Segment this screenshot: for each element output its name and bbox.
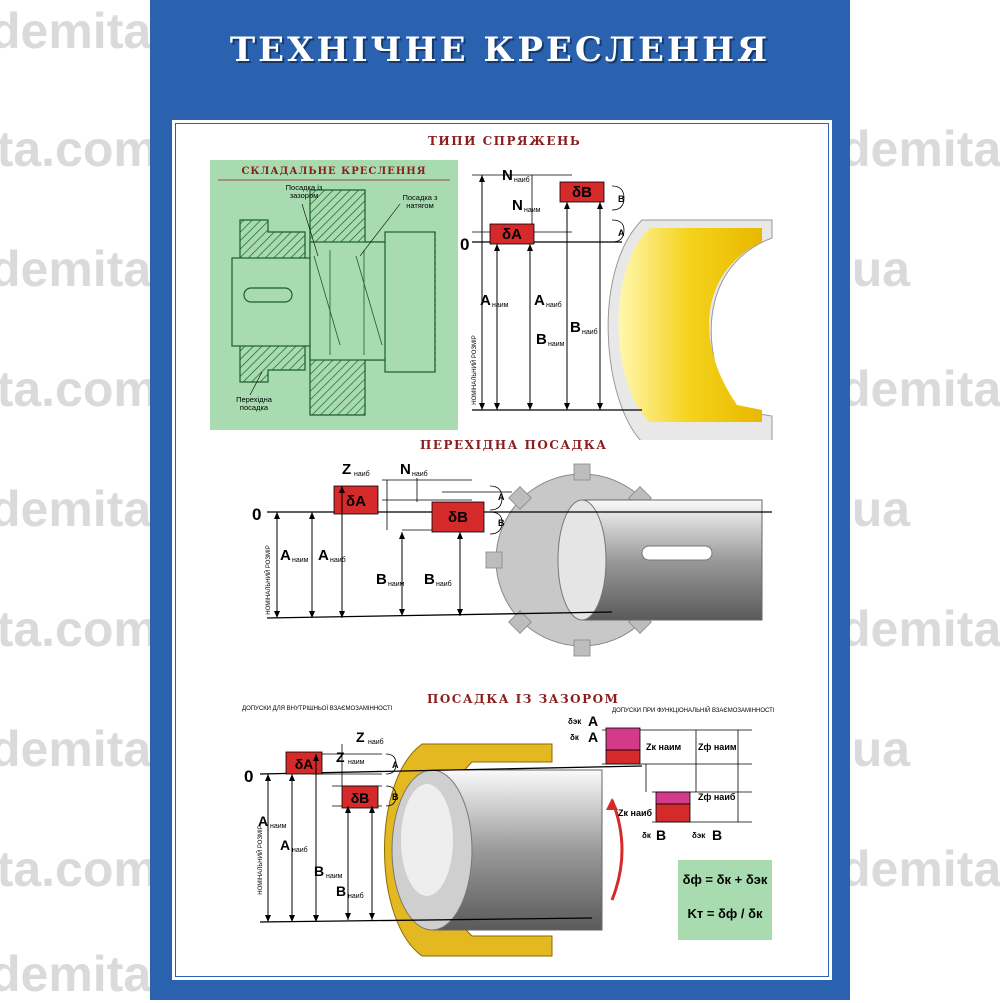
zero-label-2: 0	[252, 505, 261, 524]
naib-sub-5: наиб	[412, 470, 428, 478]
naib-sub-1: наиб	[514, 176, 530, 184]
n-label-1: N	[502, 167, 513, 184]
naib-sub-8: наиб	[368, 738, 384, 746]
watermark-text: demita.com.ua	[840, 841, 1000, 897]
dB-label-3: δB	[351, 790, 370, 806]
n-naib-label-2: N	[400, 461, 411, 478]
label-transitional-fit: Перехідна посадка	[236, 395, 272, 412]
poster: ТЕХНІЧНЕ КРЕСЛЕННЯ ТИПИ СПРЯЖЕНЬ СКЛАДАЛ…	[150, 0, 850, 1000]
watermark-text: demita.com.ua	[840, 121, 1000, 177]
z-naib-label-1: Z	[342, 461, 351, 478]
assembly-title: СКЛАДАЛЬНЕ КРЕСЛЕННЯ	[241, 166, 427, 177]
formula-1: δф = δк + δэк	[682, 872, 768, 887]
a-naim-label-1: A	[480, 292, 491, 309]
naim-sub-1: наим	[524, 207, 541, 214]
a-naib-label-1: A	[534, 292, 545, 309]
nominal-size-label-2: НОМІНАЛЬНИЙ РОЗМІР	[264, 545, 272, 614]
a-tol-label-2: A	[498, 492, 505, 502]
b-tol-label-3: B	[392, 792, 399, 802]
b-tol-label-1: B	[618, 194, 625, 204]
zero-label-1: 0	[460, 235, 469, 254]
naib-sub-2: наиб	[546, 301, 562, 309]
zk-naim-label: Zк наим	[646, 742, 681, 752]
section-title-clearance: ПОСАДКА ІЗ ЗАЗОРОМ	[427, 692, 620, 706]
b-naim-label-3: B	[314, 863, 324, 879]
naim-sub-5: наим	[388, 581, 405, 588]
a-naim-label-3: A	[258, 813, 268, 829]
zf-naim-label: Zф наим	[698, 742, 737, 752]
naib-sub-4: наиб	[354, 470, 370, 478]
a-func-label-2: A	[588, 729, 598, 745]
formula-2: Kт = δф / δк	[687, 906, 763, 921]
section-title-types: ТИПИ СПРЯЖЕНЬ	[428, 134, 582, 148]
section-title-transitional: ПЕРЕХІДНА ПОСАДКА	[420, 438, 608, 452]
dk-label-2: δк	[642, 831, 652, 840]
b-naim-label-2: B	[376, 571, 387, 588]
naim-sub-7: наим	[270, 823, 287, 830]
dk-label-1: δк	[570, 733, 580, 742]
label-clearance-fit: Посадка із зазором	[285, 183, 323, 200]
naib-sub-9: наиб	[292, 846, 308, 854]
n-label-2: N	[512, 197, 523, 214]
fit-types-diagram: δA δB 0 N наиб N наим B A A наим	[460, 167, 773, 440]
b-naib-label-2: B	[424, 571, 435, 588]
dA-label-1: δA	[502, 226, 522, 243]
naim-sub-3: наим	[548, 341, 565, 348]
b-func-label-2: B	[712, 827, 722, 843]
poster-header: ТЕХНІЧНЕ КРЕСЛЕННЯ	[150, 0, 850, 100]
zf-naib-label: Zф наиб	[698, 792, 736, 802]
a-tol-label-3: A	[392, 760, 399, 770]
nominal-size-label-3: НОМІНАЛЬНИЙ РОЗМІР	[256, 825, 264, 894]
b-naim-label-1: B	[536, 331, 547, 348]
assembly-drawing-box: СКЛАДАЛЬНЕ КРЕСЛЕННЯ	[210, 160, 458, 430]
a-naib-label-2: A	[318, 547, 329, 564]
clearance-fit-diagram: δA δB 0 Z наиб Z наим A B A наим A	[242, 705, 775, 957]
dA-label-3: δA	[295, 756, 314, 772]
dB-label-1: δB	[572, 184, 592, 201]
b-naib-label-3: B	[336, 883, 346, 899]
nominal-size-label-1: НОМІНАЛЬНИЙ РОЗМІР	[470, 335, 478, 404]
a-naib-label-3: A	[280, 837, 290, 853]
z-naib-label-2: Z	[356, 729, 365, 745]
a-tol-label-1: A	[618, 228, 625, 238]
label-interference-fit: Посадка з натягом	[402, 193, 438, 210]
b-naib-label-1: B	[570, 319, 581, 336]
dek-label-2: δэк	[692, 831, 706, 840]
naib-sub-6: наиб	[330, 556, 346, 564]
dB-label-2: δB	[448, 509, 468, 526]
content-panel: ТИПИ СПРЯЖЕНЬ СКЛАДАЛЬНЕ КРЕСЛЕННЯ	[170, 118, 834, 982]
inner-tolerance-label: ДОПУСКИ ДЛЯ ВНУТРІШНЬОЇ ВЗАЄМОЗАМІННОСТІ	[242, 705, 393, 712]
poster-title: ТЕХНІЧНЕ КРЕСЛЕННЯ	[229, 30, 771, 70]
naib-sub-7: наиб	[436, 580, 452, 588]
zero-label-3: 0	[244, 767, 253, 786]
dA-label-2: δA	[346, 493, 366, 510]
a-naim-label-2: A	[280, 547, 291, 564]
z-naim-label-1: Z	[336, 749, 345, 765]
naim-sub-8: наим	[326, 873, 343, 880]
naim-sub-6: наим	[348, 759, 365, 766]
functional-tolerance-label: ДОПУСКИ ПРИ ФУНКЦІОНАЛЬНІЙ ВЗАЄМОЗАМІННО…	[612, 706, 775, 714]
assembly-drawing	[218, 179, 450, 416]
b-func-label-1: B	[656, 827, 666, 843]
watermark-text: demita.com.ua	[840, 361, 1000, 417]
dek-label-1: δэк	[568, 717, 582, 726]
naib-sub-10: наиб	[348, 892, 364, 900]
b-tol-label-2: B	[498, 518, 505, 528]
naim-sub-4: наим	[292, 557, 309, 564]
formula-box: δф = δк + δэк Kт = δф / δк	[678, 860, 772, 940]
naim-sub-2: наим	[492, 302, 509, 309]
transitional-fit-diagram: δA δB 0 Z наиб N наиб A B A наим	[252, 461, 772, 657]
zk-naib-label: Zк наиб	[618, 808, 652, 818]
naib-sub-3: наиб	[582, 328, 598, 336]
watermark-text: demita.com.ua	[840, 601, 1000, 657]
a-func-label-1: A	[588, 713, 598, 729]
